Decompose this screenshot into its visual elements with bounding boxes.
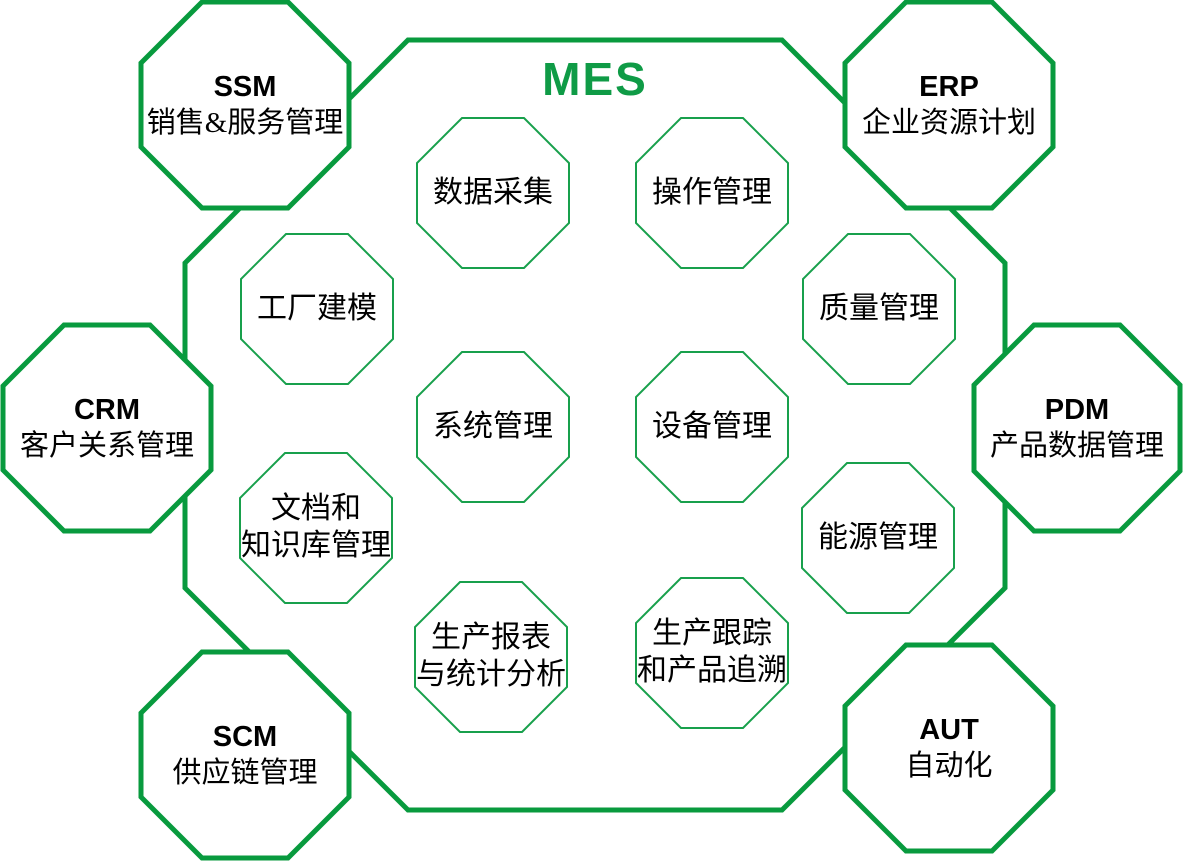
crm-octagon [0,322,214,534]
factory-modeling-label: 工厂建模 [257,291,377,325]
factory-modeling-octagon [240,233,394,385]
production-tracking-label-line2: 和产品追溯 [637,654,787,687]
inner-node-document-knowledge: 文档和 知识库管理 [240,453,392,603]
production-report-label-line1: 生产报表 [431,621,551,655]
production-tracking-label-line1: 生产跟踪 [652,617,772,651]
inner-node-data-collection: 数据采集 [417,118,569,268]
inner-node-quality-management: 质量管理 [803,234,955,384]
inner-node-production-report: 生产报表 与统计分析 [415,582,567,732]
quality-management-octagon [802,233,956,385]
system-management-octagon [416,351,570,503]
inner-node-system-management: 系统管理 [417,352,569,502]
data-collection-octagon [416,117,570,269]
aut-acronym: AUT [919,713,979,746]
outer-node-pdm: PDM 产品数据管理 [974,325,1180,531]
inner-node-production-tracking: 生产跟踪 和产品追溯 [636,578,788,728]
ssm-label: 销售&服务管理 [146,107,344,139]
erp-label: 企业资源计划 [861,107,1036,139]
outer-node-scm: SCM 供应链管理 [141,652,349,858]
outer-node-aut: AUT 自动化 [845,645,1053,851]
document-knowledge-label-line1: 文档和 [271,492,361,526]
ssm-acronym: SSM [213,70,277,103]
outer-node-erp: ERP 企业资源计划 [845,2,1053,208]
system-management-label: 系统管理 [433,409,553,443]
inner-node-energy-management: 能源管理 [802,463,954,613]
aut-label: 自动化 [905,750,993,782]
ssm-octagon [138,0,352,211]
crm-label: 客户关系管理 [19,430,194,462]
quality-management-label: 质量管理 [819,291,939,325]
equipment-management-label: 设备管理 [652,409,772,443]
energy-management-label: 能源管理 [818,520,938,554]
production-report-octagon [414,581,568,733]
production-tracking-octagon [635,577,789,729]
aut-octagon [842,642,1056,854]
energy-management-octagon [801,462,955,614]
inner-node-equipment-management: 设备管理 [636,352,788,502]
inner-node-operation-management: 操作管理 [636,118,788,268]
erp-acronym: ERP [919,70,979,103]
pdm-label: 产品数据管理 [989,430,1164,462]
inner-node-factory-modeling: 工厂建模 [241,234,393,384]
scm-label: 供应链管理 [172,757,318,789]
outer-node-ssm: SSM 销售&服务管理 [141,2,349,208]
scm-acronym: SCM [212,720,278,753]
pdm-octagon [971,322,1183,534]
operation-management-label: 操作管理 [652,175,772,209]
equipment-management-octagon [635,351,789,503]
mes-title: MES [542,53,648,105]
pdm-acronym: PDM [1044,393,1110,426]
data-collection-label: 数据采集 [433,175,553,209]
crm-acronym: CRM [73,393,141,426]
scm-octagon [138,649,352,861]
erp-octagon [842,0,1056,211]
document-knowledge-label-line2: 知识库管理 [241,529,391,562]
outer-node-crm: CRM 客户关系管理 [3,325,211,531]
operation-management-octagon [635,117,789,269]
document-knowledge-octagon [239,452,393,604]
production-report-label-line2: 与统计分析 [416,658,566,691]
